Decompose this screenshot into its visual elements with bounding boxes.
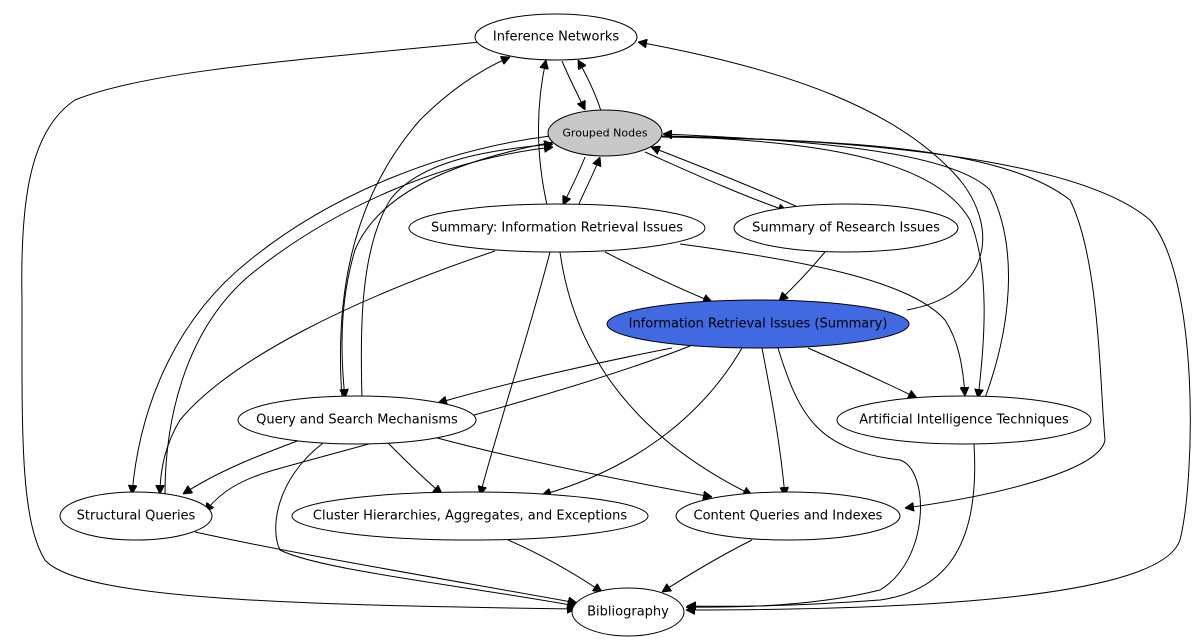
- edge-grouped-structural-1: [132, 135, 551, 494]
- node-summary-information-retrieval-issues[interactable]: Summary: Information Retrieval Issues: [408, 203, 706, 253]
- edge-inference-biblio: [21, 41, 576, 609]
- edge-irsummary-inference: [638, 42, 984, 311]
- nodes: Inference Networks Grouped Nodes Summary…: [59, 13, 1092, 637]
- edge-inference-grouped: [561, 60, 585, 110]
- edge-querysearch-grouped: [360, 144, 553, 399]
- node-label: Artificial Intelligence Techniques: [859, 413, 1069, 428]
- edge-grouped-biblio: [664, 135, 1191, 610]
- edge-summaryir-inference: [538, 60, 547, 206]
- edge-querysearch-biblio: [275, 442, 576, 606]
- edges: [21, 41, 1191, 610]
- node-structural-queries[interactable]: Structural Queries: [59, 491, 213, 541]
- node-label: Query and Search Mechanisms: [256, 413, 458, 428]
- edge-querysearch-structural: [183, 439, 301, 494]
- node-label: Grouped Nodes: [562, 127, 647, 140]
- edge-grouped-summaryresearch: [644, 151, 787, 211]
- node-label: Inference Networks: [493, 30, 620, 45]
- edge-aitech-biblio: [687, 443, 976, 606]
- edge-querysearch-cluster: [387, 442, 442, 494]
- edge-structural-grouped: [164, 147, 553, 495]
- edge-grouped-summaryir: [563, 156, 586, 205]
- node-bibliography[interactable]: Bibliography: [571, 587, 685, 637]
- node-label: Summary of Research Issues: [752, 221, 940, 236]
- edge-summaryir-structural: [160, 250, 496, 494]
- node-label: Information Retrieval Issues (Summary): [629, 317, 888, 332]
- edge-irsummary-cluster: [542, 347, 743, 495]
- node-inference-networks[interactable]: Inference Networks: [474, 13, 638, 61]
- edge-summaryresearch-grouped: [651, 147, 801, 209]
- edge-structural-biblio: [194, 531, 577, 603]
- edge-irsummary-aitech: [807, 347, 917, 398]
- edge-irsummary-biblio: [686, 347, 921, 607]
- node-content-queries-and-indexes[interactable]: Content Queries and Indexes: [675, 491, 901, 541]
- node-information-retrieval-issues-summary[interactable]: Information Retrieval Issues (Summary): [606, 299, 910, 349]
- edge-irsummary-querysearch: [438, 347, 673, 403]
- edge-grouped-inference: [578, 60, 602, 112]
- edge-querysearch-inference: [339, 57, 510, 399]
- node-artificial-intelligence-techniques[interactable]: Artificial Intelligence Techniques: [836, 395, 1092, 445]
- edge-summaryir-cluster: [480, 251, 551, 495]
- node-cluster-hierarchies[interactable]: Cluster Hierarchies, Aggregates, and Exc…: [291, 491, 649, 541]
- edge-irsummary-structural: [205, 345, 691, 512]
- edge-summaryir-aitech: [679, 243, 965, 396]
- node-label: Summary: Information Retrieval Issues: [431, 221, 683, 236]
- node-label: Structural Queries: [77, 509, 196, 524]
- edge-querysearch-content: [429, 435, 712, 497]
- edge-grouped-content: [661, 136, 1106, 508]
- node-grouped-nodes[interactable]: Grouped Nodes: [547, 109, 663, 157]
- node-query-and-search-mechanisms[interactable]: Query and Search Mechanisms: [237, 395, 477, 445]
- node-label: Content Queries and Indexes: [694, 509, 883, 524]
- node-label: Cluster Hierarchies, Aggregates, and Exc…: [313, 509, 627, 524]
- edge-grouped-querysearch: [342, 141, 554, 398]
- node-label: Bibliography: [587, 605, 669, 620]
- edge-grouped-aitech: [659, 135, 985, 398]
- edge-summaryir-grouped: [577, 157, 600, 207]
- edge-content-biblio: [662, 539, 753, 592]
- edge-irsummary-content: [761, 347, 785, 496]
- edge-summaryresearch-irsummary: [779, 251, 826, 301]
- node-summary-of-research-issues[interactable]: Summary of Research Issues: [733, 203, 959, 253]
- edge-summaryir-content: [559, 251, 752, 495]
- edge-cluster-biblio: [507, 539, 602, 592]
- edge-aitech-grouped: [663, 134, 1009, 399]
- edge-summaryir-irsummary: [604, 251, 712, 302]
